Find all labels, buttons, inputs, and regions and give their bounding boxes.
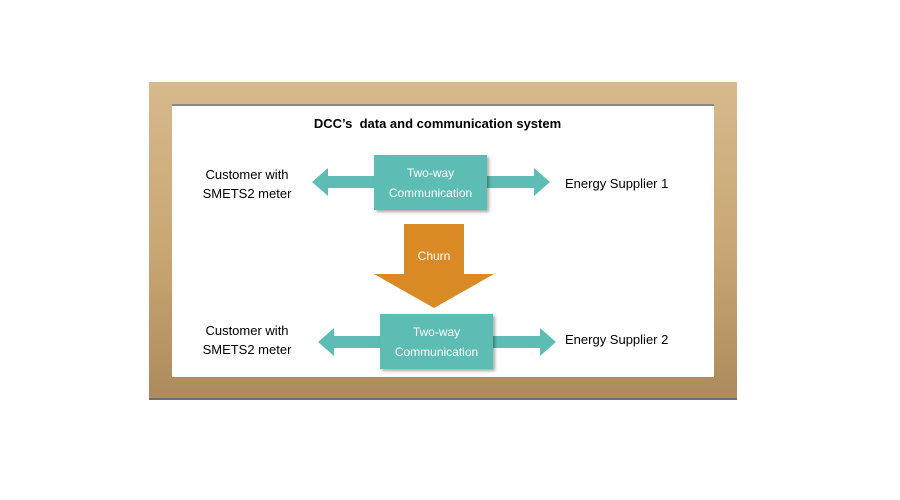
customer-label-2: Customer with SMETS2 meter <box>193 321 301 359</box>
communication-box-1: Two-way Communication <box>374 155 487 210</box>
customer-label-2-line1: Customer with <box>205 323 289 338</box>
communication-box-2-line1: Two-way <box>412 324 461 339</box>
customer-label-1-line2: SMETS2 meter <box>202 186 292 201</box>
customer-label-1: Customer with SMETS2 meter <box>193 165 301 203</box>
supplier-label-1: Energy Supplier 1 <box>565 176 669 191</box>
communication-box-2: Two-way Communication <box>380 314 493 369</box>
customer-label-1-line1: Customer with <box>205 167 289 182</box>
communication-box-1-line1: Two-way <box>406 165 455 180</box>
churn-arrow <box>374 224 494 308</box>
diagram-title: DCC’s data and communication system <box>313 116 562 131</box>
supplier-label-2: Energy Supplier 2 <box>565 332 669 347</box>
churn-arrow-shape <box>374 224 494 308</box>
communication-box-1-line2: Communication <box>388 185 473 200</box>
churn-label: Churn <box>417 249 451 263</box>
communication-box-2-line2: Communication <box>394 344 479 359</box>
customer-label-2-line2: SMETS2 meter <box>202 342 292 357</box>
